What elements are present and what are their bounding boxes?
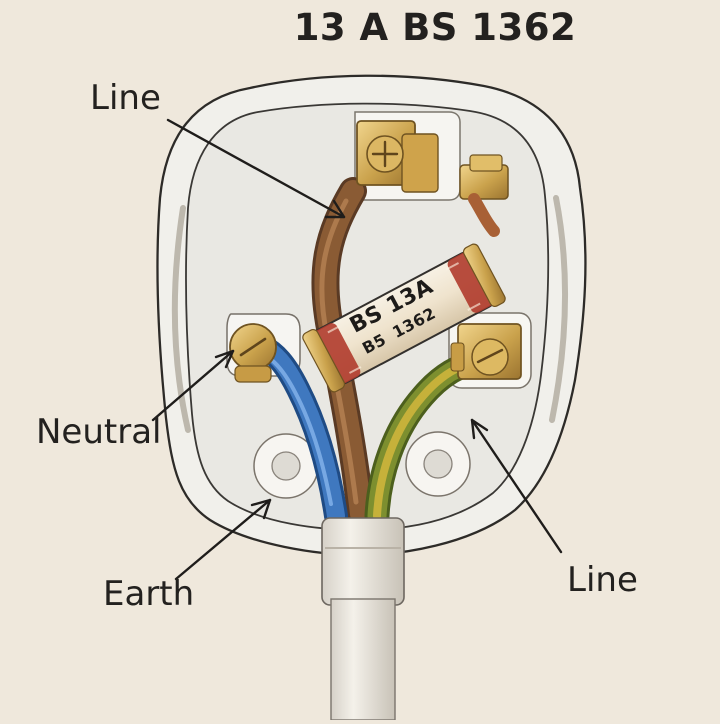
arrow-line-bottom	[470, 418, 563, 554]
arrow-earth	[174, 498, 272, 581]
arrow-line-top	[166, 118, 346, 219]
neutral-wire-fill	[253, 337, 345, 525]
mount-hole-right	[405, 431, 471, 497]
diagram-title: 13 A BS 1362	[293, 6, 577, 49]
cable-grip	[321, 517, 405, 721]
plug-side-edge-right	[549, 195, 569, 423]
arrow-neutral	[151, 349, 235, 422]
line-terminal-top	[356, 120, 439, 193]
callout-arrows	[151, 118, 563, 581]
line-terminal-bottom-right	[450, 323, 522, 380]
label-neutral: Neutral	[36, 412, 162, 452]
fuse-clip-top	[459, 154, 509, 237]
label-earth: Earth	[103, 574, 195, 614]
label-line-top: Line	[90, 78, 161, 118]
label-line-bottom: Line	[567, 560, 638, 600]
plug-side-edge-left	[171, 205, 191, 433]
fuse	[302, 243, 506, 393]
neutral-terminal-left	[229, 323, 277, 383]
neutral-wire-highlight	[265, 354, 333, 506]
